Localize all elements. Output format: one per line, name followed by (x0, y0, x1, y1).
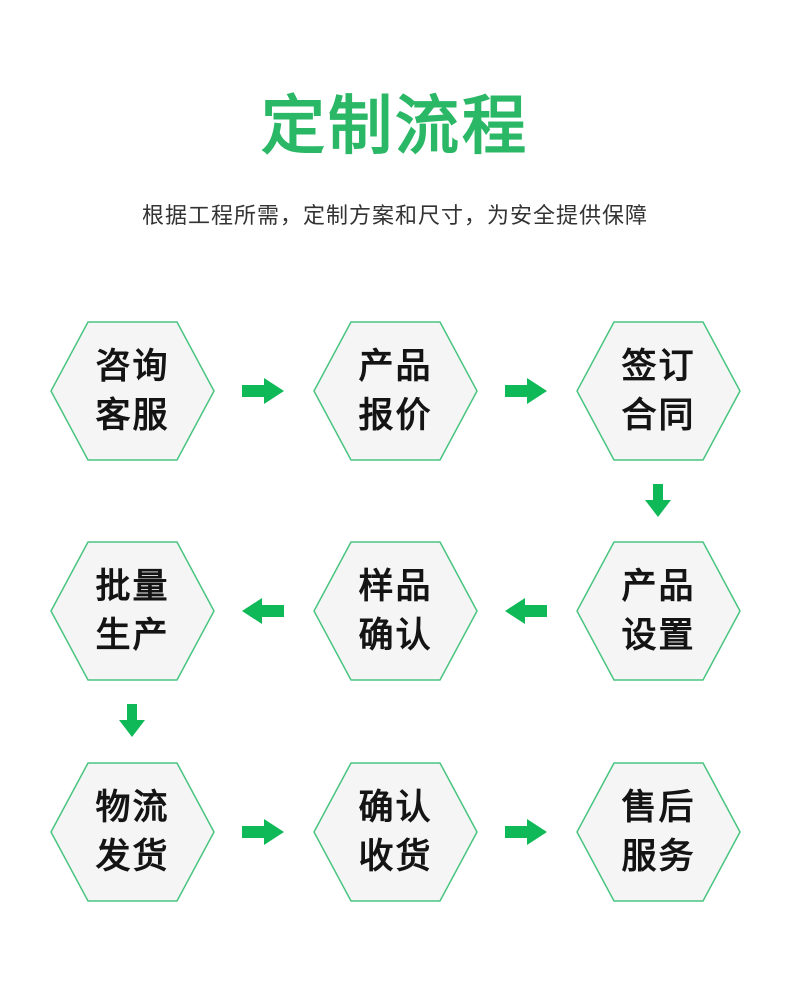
hexagon-icon (576, 541, 741, 681)
flow-step-shipping: 物流 发货 (50, 762, 215, 902)
flow-step-after-sales: 售后 服务 (576, 762, 741, 902)
arrow-left-icon (505, 598, 547, 624)
flow-step-label: 批量 生产 (95, 567, 170, 655)
hexagon-icon (576, 321, 741, 461)
flow-step-consult: 咨询 客服 (50, 321, 215, 461)
flow-step-label: 物流 发货 (95, 788, 170, 876)
hexagon-icon (576, 762, 741, 902)
flow-step-label: 售后 服务 (621, 788, 696, 876)
arrow-left-icon (242, 598, 284, 624)
arrow-down-icon (645, 484, 671, 517)
hexagon-icon (50, 541, 215, 681)
flow-step-receive-confirm: 确认 收货 (313, 762, 478, 902)
hexagon-icon (50, 321, 215, 461)
arrow-right-icon (242, 378, 284, 404)
flow-step-label: 样品 确认 (358, 567, 433, 655)
hexagon-icon (50, 762, 215, 902)
flow-step-label: 产品 报价 (358, 347, 433, 435)
page-title: 定制流程 (261, 90, 529, 162)
arrow-right-icon (505, 378, 547, 404)
arrow-right-icon (242, 819, 284, 845)
flow-step-mass-production: 批量 生产 (50, 541, 215, 681)
flow-step-label: 签订 合同 (621, 347, 696, 435)
page-subtitle: 根据工程所需，定制方案和尺寸，为安全提供保障 (141, 203, 648, 228)
flow-step-contract: 签订 合同 (576, 321, 741, 461)
arrow-right-icon (505, 819, 547, 845)
hexagon-icon (313, 762, 478, 902)
flow-step-label: 产品 设置 (621, 567, 696, 655)
flow-step-sample-confirm: 样品 确认 (313, 541, 478, 681)
hexagon-icon (313, 541, 478, 681)
flow-step-label: 确认 收货 (358, 788, 433, 876)
flow-step-product-setup: 产品 设置 (576, 541, 741, 681)
flow-step-label: 咨询 客服 (95, 347, 170, 435)
flow-step-quote: 产品 报价 (313, 321, 478, 461)
hexagon-icon (313, 321, 478, 461)
arrow-down-icon (119, 704, 145, 737)
